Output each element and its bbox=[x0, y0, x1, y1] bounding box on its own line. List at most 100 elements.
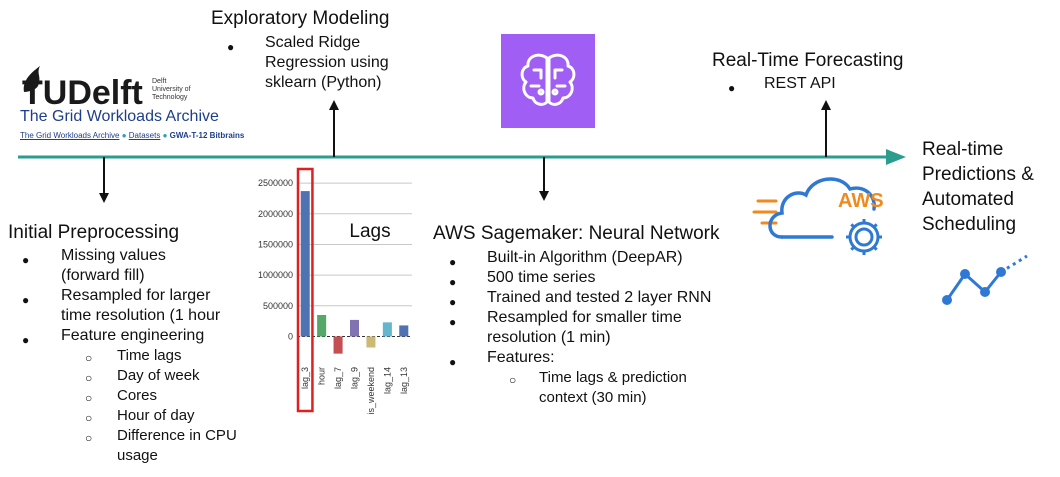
lags-y-tick-label: 1000000 bbox=[258, 270, 293, 280]
breadcrumb-link-archive[interactable]: The Grid Workloads Archive bbox=[20, 131, 120, 140]
bullet-dot-icon: ● bbox=[449, 255, 457, 269]
preprocessing-item-line: (forward fill) bbox=[61, 267, 145, 284]
breadcrumb-separator-icon: ● bbox=[121, 131, 127, 140]
bullet-circle-icon: ○ bbox=[509, 373, 517, 387]
lags-bar-lag-9 bbox=[349, 319, 360, 337]
aws-cloud-gear-icon: AWS bbox=[752, 177, 884, 255]
preprocessing-sublist: ○ Time lags ○ Day of week ○ Cores ○ Hour… bbox=[85, 346, 237, 466]
bullet-dot-icon: ● bbox=[728, 81, 736, 95]
end-label-line: Real-time bbox=[922, 139, 1004, 160]
preprocessing-subitem-line: Time lags bbox=[117, 347, 182, 364]
aws-text: AWS bbox=[838, 190, 884, 212]
bullet-circle-icon: ○ bbox=[85, 431, 93, 445]
timeline-arrowhead bbox=[886, 149, 906, 165]
preprocessing-item-line: Resampled for larger bbox=[61, 287, 211, 304]
end-label-line: Scheduling bbox=[922, 214, 1017, 235]
preprocessing-item-line: time resolution (1 hour bbox=[61, 307, 221, 324]
preprocessing-section: Initial Preprocessing ● Missing values (… bbox=[8, 222, 237, 466]
tudelft-flame-icon bbox=[23, 66, 40, 92]
lags-x-tick-label: lag_9 bbox=[350, 367, 360, 389]
preprocessing-title: Initial Preprocessing bbox=[8, 222, 180, 243]
lags-y-tick-label: 500000 bbox=[263, 301, 293, 311]
tudelft-wordmark: TUDelft bbox=[22, 74, 143, 112]
lags-x-tick-label: lag_7 bbox=[333, 367, 343, 389]
lags-x-tick-label: lag_14 bbox=[382, 367, 392, 394]
lags-bar-lag-7 bbox=[333, 336, 343, 354]
archive-title: The Grid Workloads Archive bbox=[20, 108, 219, 125]
lags-chart-grid bbox=[297, 182, 412, 337]
preprocessing-list: ● Missing values (forward fill) ● Resamp… bbox=[22, 246, 237, 466]
preprocessing-subitem-line: Day of week bbox=[117, 367, 200, 384]
lags-chart-bars bbox=[300, 191, 409, 354]
breadcrumb-link-datasets[interactable]: Datasets bbox=[128, 131, 161, 140]
lags-bar-lag-14 bbox=[382, 322, 392, 337]
sagemaker-item-line: resolution (1 min) bbox=[487, 329, 611, 346]
sagemaker-sublist: ○ Time lags & prediction context (30 min… bbox=[509, 368, 720, 408]
preprocessing-subitem: ○ Hour of day bbox=[85, 406, 237, 426]
sagemaker-item: ● Trained and tested 2 layer RNN bbox=[449, 288, 720, 309]
sagemaker-item-line: Resampled for smaller time bbox=[487, 309, 682, 326]
sagemaker-item-line: Trained and tested 2 layer RNN bbox=[487, 289, 712, 306]
bullet-circle-icon: ○ bbox=[85, 351, 93, 365]
bullet-dot-icon: ● bbox=[22, 293, 30, 307]
lags-x-tick-label: hour bbox=[317, 367, 327, 385]
sagemaker-subitem-line: context (30 min) bbox=[539, 389, 647, 406]
sagemaker-item: ● 500 time series bbox=[449, 268, 720, 289]
arrow-down-sagemaker-head bbox=[539, 191, 549, 201]
lags-bar-is-weekend bbox=[366, 336, 376, 348]
sagemaker-item: ● Features: bbox=[449, 348, 720, 369]
preprocessing-subitem-line: usage bbox=[117, 447, 158, 464]
exploratory-title: Exploratory Modeling bbox=[211, 8, 390, 29]
lags-bar-lag-3 bbox=[300, 191, 310, 337]
lags-bar-lag-13 bbox=[399, 325, 409, 337]
sagemaker-item: ● Resampled for smaller time resolution … bbox=[449, 308, 720, 348]
lags-chart-title: Lags bbox=[349, 221, 390, 242]
preprocessing-item-line: Feature engineering bbox=[61, 327, 205, 344]
realtime-forecasting-title: Real-Time Forecasting bbox=[712, 50, 904, 71]
preprocessing-subitem: ○ Day of week bbox=[85, 366, 237, 386]
tudelft-subtitle-line: University of bbox=[152, 86, 191, 93]
preprocessing-item: ● Missing values (forward fill) bbox=[22, 246, 237, 286]
realtime-forecasting-section: Real-Time Forecasting ● REST API bbox=[712, 50, 904, 95]
exploratory-line: Scaled Ridge bbox=[265, 34, 361, 51]
sagemaker-subitem: ○ Time lags & prediction context (30 min… bbox=[509, 368, 720, 408]
bullet-dot-icon: ● bbox=[449, 295, 457, 309]
exploratory-line: sklearn (Python) bbox=[265, 74, 382, 91]
trend-line-icon bbox=[942, 254, 1028, 305]
sagemaker-item-line: 500 time series bbox=[487, 269, 596, 286]
bullet-dot-icon: ● bbox=[227, 40, 235, 54]
bullet-dot-icon: ● bbox=[449, 275, 457, 289]
bullet-circle-icon: ○ bbox=[85, 391, 93, 405]
exploratory-line: Regression using bbox=[265, 54, 389, 71]
preprocessing-subitem: ○ Time lags bbox=[85, 346, 237, 366]
lags-bar-hour bbox=[317, 315, 327, 337]
preprocessing-item: ● Resampled for larger time resolution (… bbox=[22, 286, 237, 326]
lags-y-tick-label: 0 bbox=[288, 331, 293, 341]
tudelft-subtitle-line: Delft bbox=[152, 78, 167, 85]
sagemaker-list: ● Built-in Algorithm (DeepAR) ● 500 time… bbox=[449, 248, 720, 408]
lags-x-tick-label: is_weekend bbox=[366, 367, 376, 415]
arrow-up-exploratory-head bbox=[329, 100, 339, 110]
arrow-down-preprocessing-head bbox=[99, 193, 109, 203]
sagemaker-subitem-line: Time lags & prediction bbox=[539, 369, 687, 386]
preprocessing-subitem-line: Difference in CPU bbox=[117, 427, 237, 444]
end-label-line: Predictions & bbox=[922, 164, 1034, 185]
bullet-dot-icon: ● bbox=[22, 253, 30, 267]
tudelft-subtitle: Delft University of Technology bbox=[152, 78, 191, 102]
exploratory-section: Exploratory Modeling ● Scaled Ridge Regr… bbox=[211, 8, 389, 93]
bullet-dot-icon: ● bbox=[449, 315, 457, 329]
sagemaker-logo bbox=[501, 34, 595, 128]
breadcrumb-current: GWA-T-12 Bitbrains bbox=[169, 131, 245, 140]
sagemaker-brain-icon bbox=[520, 53, 576, 106]
preprocessing-item: ● Feature engineering bbox=[22, 326, 237, 347]
bullet-circle-icon: ○ bbox=[85, 411, 93, 425]
lags-highlight-box bbox=[296, 167, 314, 413]
bullet-dot-icon: ● bbox=[22, 333, 30, 347]
sagemaker-title: AWS Sagemaker: Neural Network bbox=[433, 223, 720, 244]
arrow-up-realtime-head bbox=[821, 100, 831, 110]
lags-x-tick-label: lag_13 bbox=[399, 367, 409, 394]
lags-y-tick-label: 2500000 bbox=[258, 178, 293, 188]
